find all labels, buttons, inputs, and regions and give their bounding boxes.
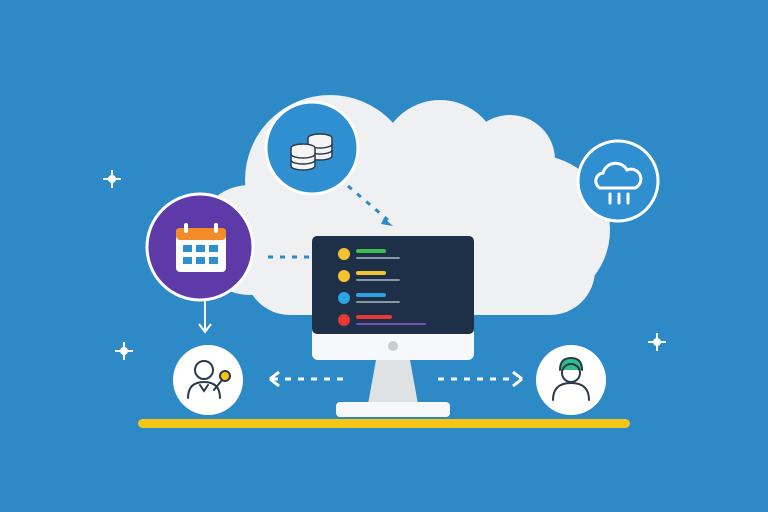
admin-user-badge — [173, 345, 243, 415]
row-icon — [338, 292, 350, 304]
connector-lines — [268, 184, 389, 259]
monitor-base — [336, 402, 450, 417]
row-text-line — [356, 301, 400, 303]
monitor-screen — [312, 236, 474, 334]
rain-cloud-icon — [594, 161, 643, 205]
right-arrow-icon — [512, 370, 523, 388]
user-icon — [552, 356, 590, 401]
monitor-stand — [368, 360, 418, 404]
row-text-line — [356, 257, 400, 259]
monitor-power-dot — [388, 341, 398, 351]
sparkle-icon — [103, 170, 121, 188]
row-icon — [338, 314, 350, 326]
monitor-rows — [338, 248, 426, 326]
row-icon — [338, 270, 350, 282]
left-arrow-icon — [269, 370, 280, 388]
down-arrow-icon — [198, 300, 212, 334]
row-icon — [338, 248, 350, 260]
weather-badge — [576, 139, 660, 223]
database-badge — [264, 100, 360, 196]
arrow-icon — [381, 218, 393, 226]
user-with-key-icon — [187, 360, 231, 399]
calendar-icon — [176, 223, 226, 272]
row-status-bar — [356, 271, 386, 275]
calendar-badge — [145, 192, 255, 302]
user-badge — [536, 345, 606, 415]
baseline-bar — [138, 419, 630, 428]
monitor — [312, 236, 474, 417]
database-icon — [290, 133, 333, 171]
sparkle-icon — [648, 333, 666, 351]
row-status-bar — [356, 249, 386, 253]
row-text-line — [356, 279, 400, 281]
row-status-bar — [356, 293, 386, 297]
row-status-bar — [356, 315, 392, 319]
sparkle-icon — [115, 342, 133, 360]
row-text-line — [356, 323, 426, 325]
